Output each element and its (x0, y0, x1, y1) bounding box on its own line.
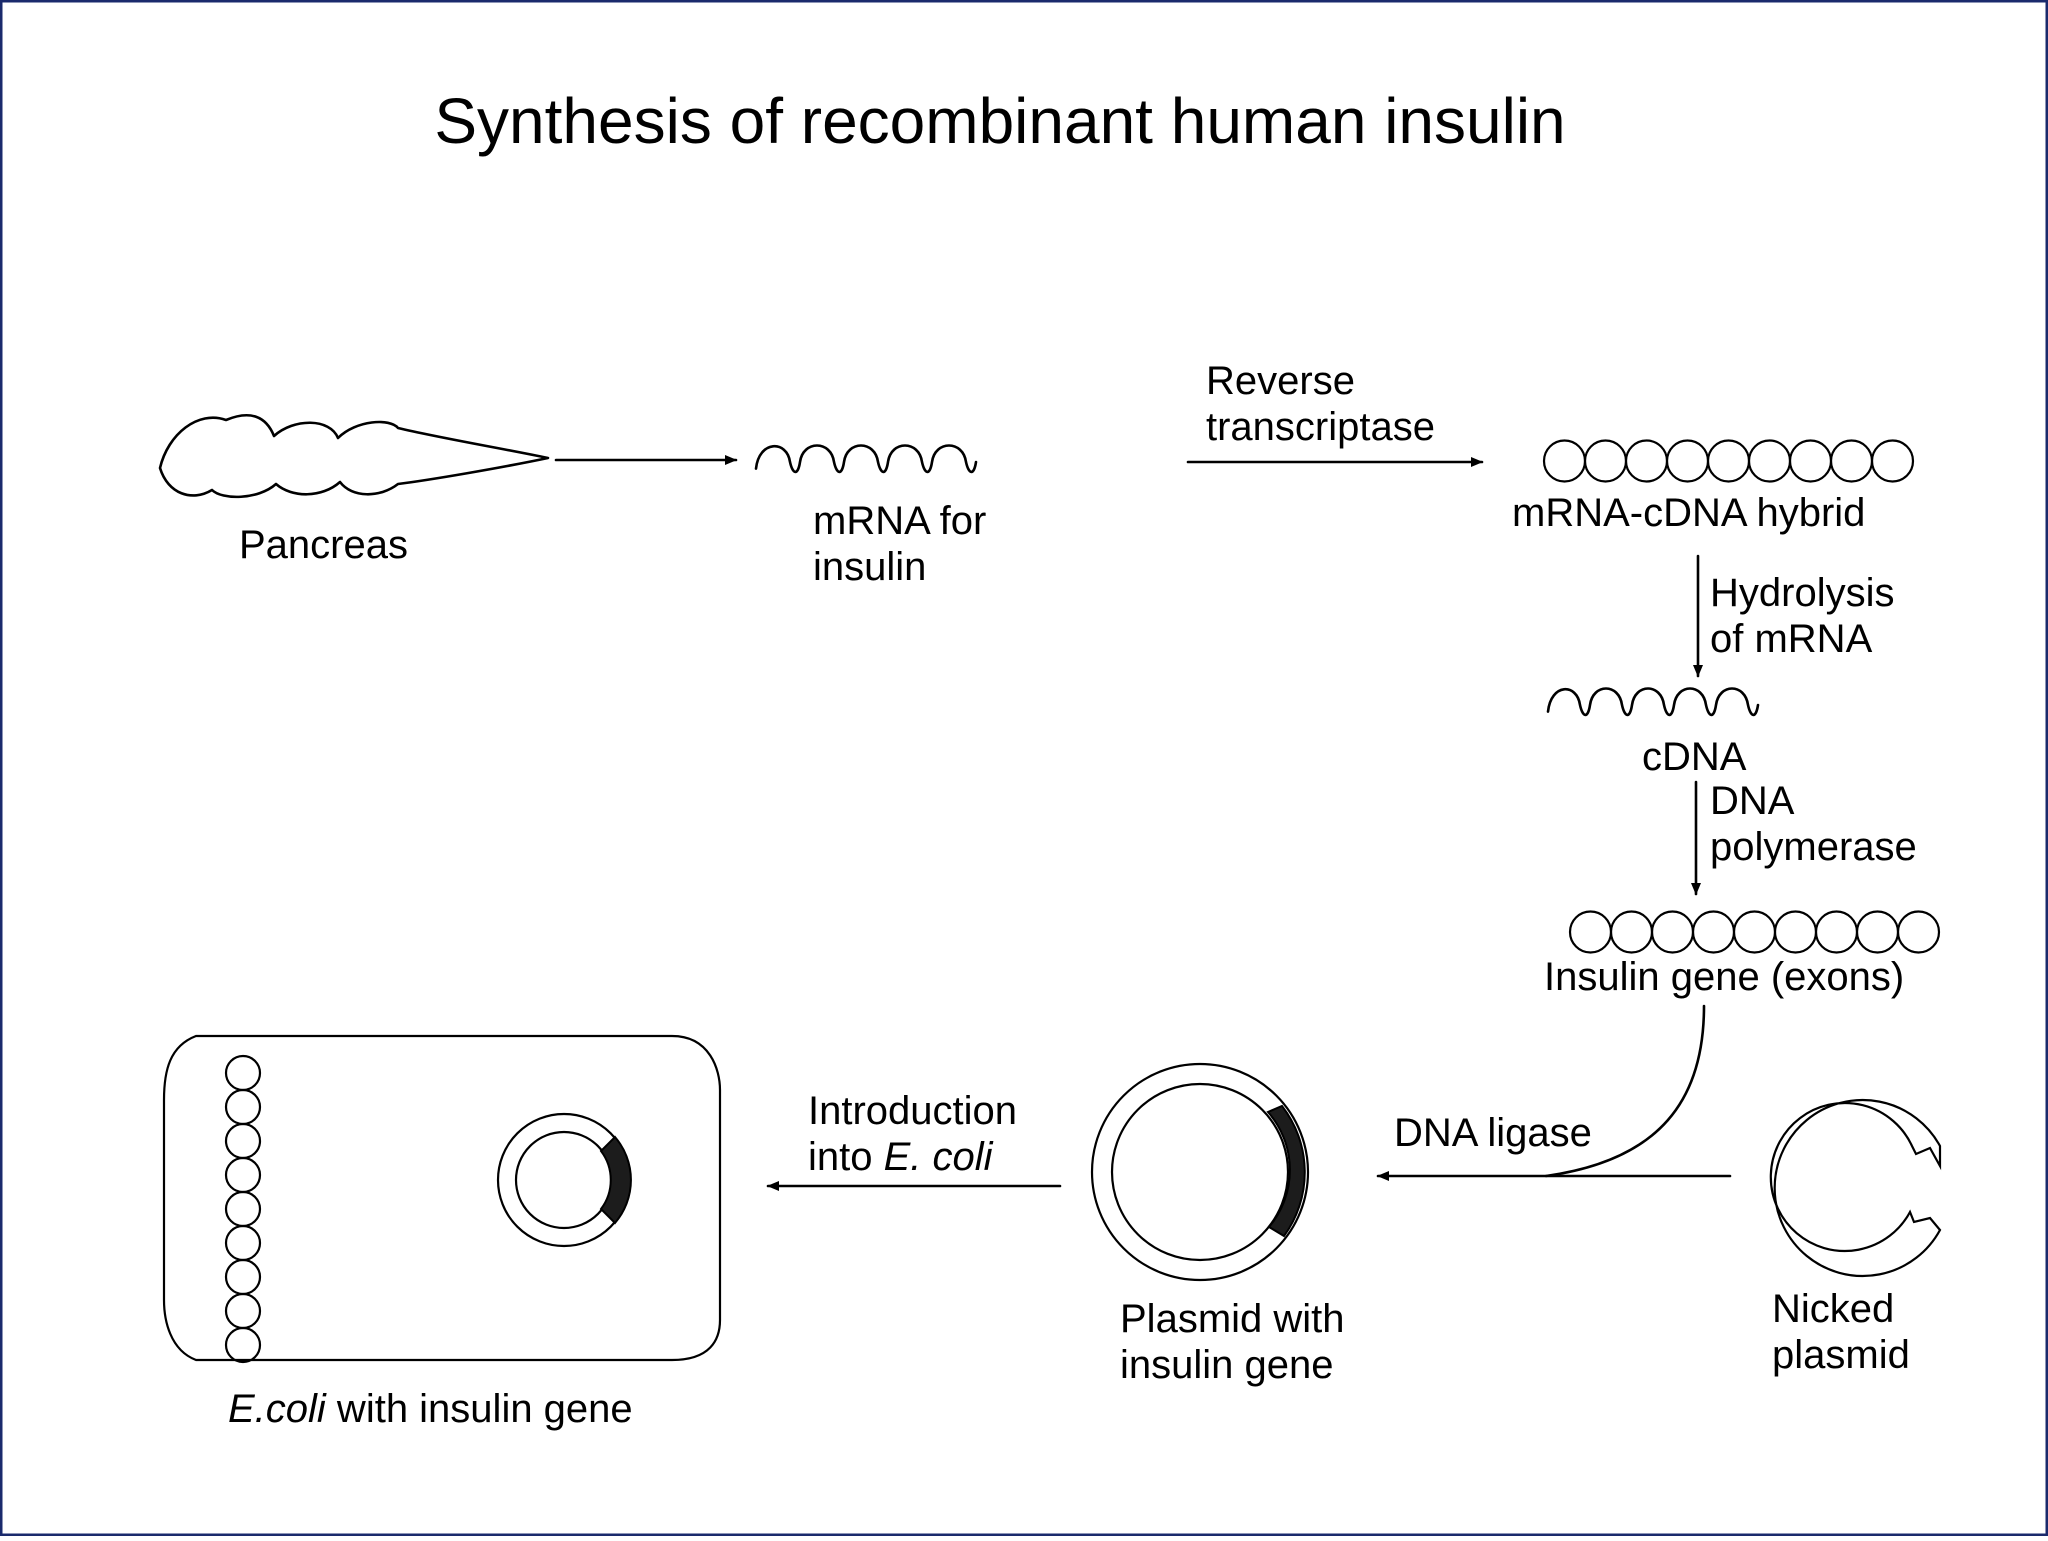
bacterial-chromosome (224, 1054, 262, 1364)
nicked-plasmid-label-line1: Nicked (1772, 1287, 1894, 1331)
strand-loop (1568, 910, 1613, 954)
gene-insertion-curve (1544, 1004, 1706, 1178)
strand-loop (224, 1190, 262, 1228)
plasmid-label-line1: Plasmid with (1120, 1297, 1345, 1341)
strand-loop (1732, 910, 1777, 954)
mrna-cdna-hybrid (1542, 439, 1915, 483)
polymerase-label-line1: DNA (1710, 779, 1795, 823)
strand-loop (1814, 910, 1859, 954)
strand-loop (224, 1258, 262, 1296)
strand-loop (1829, 439, 1874, 483)
ecoli-cell (162, 1034, 722, 1362)
mrna-strand (754, 444, 978, 474)
nicked-plasmid (1769, 1098, 1942, 1278)
ecoli-label: E.coli with insulin gene (228, 1387, 633, 1431)
strand-loop (224, 1054, 262, 1092)
reverse-transcriptase-label-line1: Reverse (1206, 359, 1355, 403)
nicked-plasmid-label-line2: plasmid (1772, 1333, 1910, 1377)
plasmid-label-line2: insulin gene (1120, 1343, 1334, 1387)
strand-loop (1788, 439, 1833, 483)
hydrolysis-label-line2: of mRNA (1710, 617, 1873, 661)
strand-loop (1691, 910, 1736, 954)
cell-plasmid (496, 1112, 632, 1248)
strand-loop (224, 1156, 262, 1194)
cdna-label: cDNA (1642, 735, 1747, 779)
pancreas-shape (158, 413, 550, 499)
polymerase-label-line2: polymerase (1710, 825, 1917, 869)
strand-loop (1855, 910, 1900, 954)
strand-loop (224, 1224, 262, 1262)
cell-plasmid-gene-segment (599, 1135, 632, 1225)
dna-ligase-label: DNA ligase (1394, 1111, 1592, 1155)
strand-loop (224, 1088, 262, 1126)
mrna-label-line2: insulin (813, 545, 926, 589)
strand-loop (1896, 910, 1941, 954)
strand-loop (1650, 910, 1695, 954)
strand-loop (1542, 439, 1587, 483)
insulin-gene-label: Insulin gene (exons) (1544, 955, 1904, 999)
recombinant-plasmid (1090, 1062, 1310, 1282)
strand-loop (1665, 439, 1710, 483)
strand-loop (1583, 439, 1628, 483)
cdna-strand (1546, 687, 1760, 717)
strand-loop (224, 1122, 262, 1160)
strand-loop (1747, 439, 1792, 483)
diagram-title: Synthesis of recombinant human insulin (434, 85, 1565, 157)
strand-loop (1870, 439, 1915, 483)
strand-loop (224, 1292, 262, 1330)
mrna-label-line1: mRNA for (813, 499, 986, 543)
strand-loop (1773, 910, 1818, 954)
strand-loop (224, 1326, 262, 1364)
strand-loop (1624, 439, 1669, 483)
pancreas-label: Pancreas (239, 523, 408, 567)
reverse-transcriptase-label-line2: transcriptase (1206, 405, 1435, 449)
introduction-label-line1: Introduction (808, 1089, 1017, 1133)
hydrolysis-label-line1: Hydrolysis (1710, 571, 1894, 615)
insulin-gene-double-strand (1568, 910, 1941, 954)
inserted-gene-segment (1266, 1104, 1306, 1238)
hybrid-label: mRNA-cDNA hybrid (1512, 491, 1865, 535)
strand-loop (1706, 439, 1751, 483)
introduction-label-line2: into E. coli (808, 1135, 994, 1179)
strand-loop (1609, 910, 1654, 954)
